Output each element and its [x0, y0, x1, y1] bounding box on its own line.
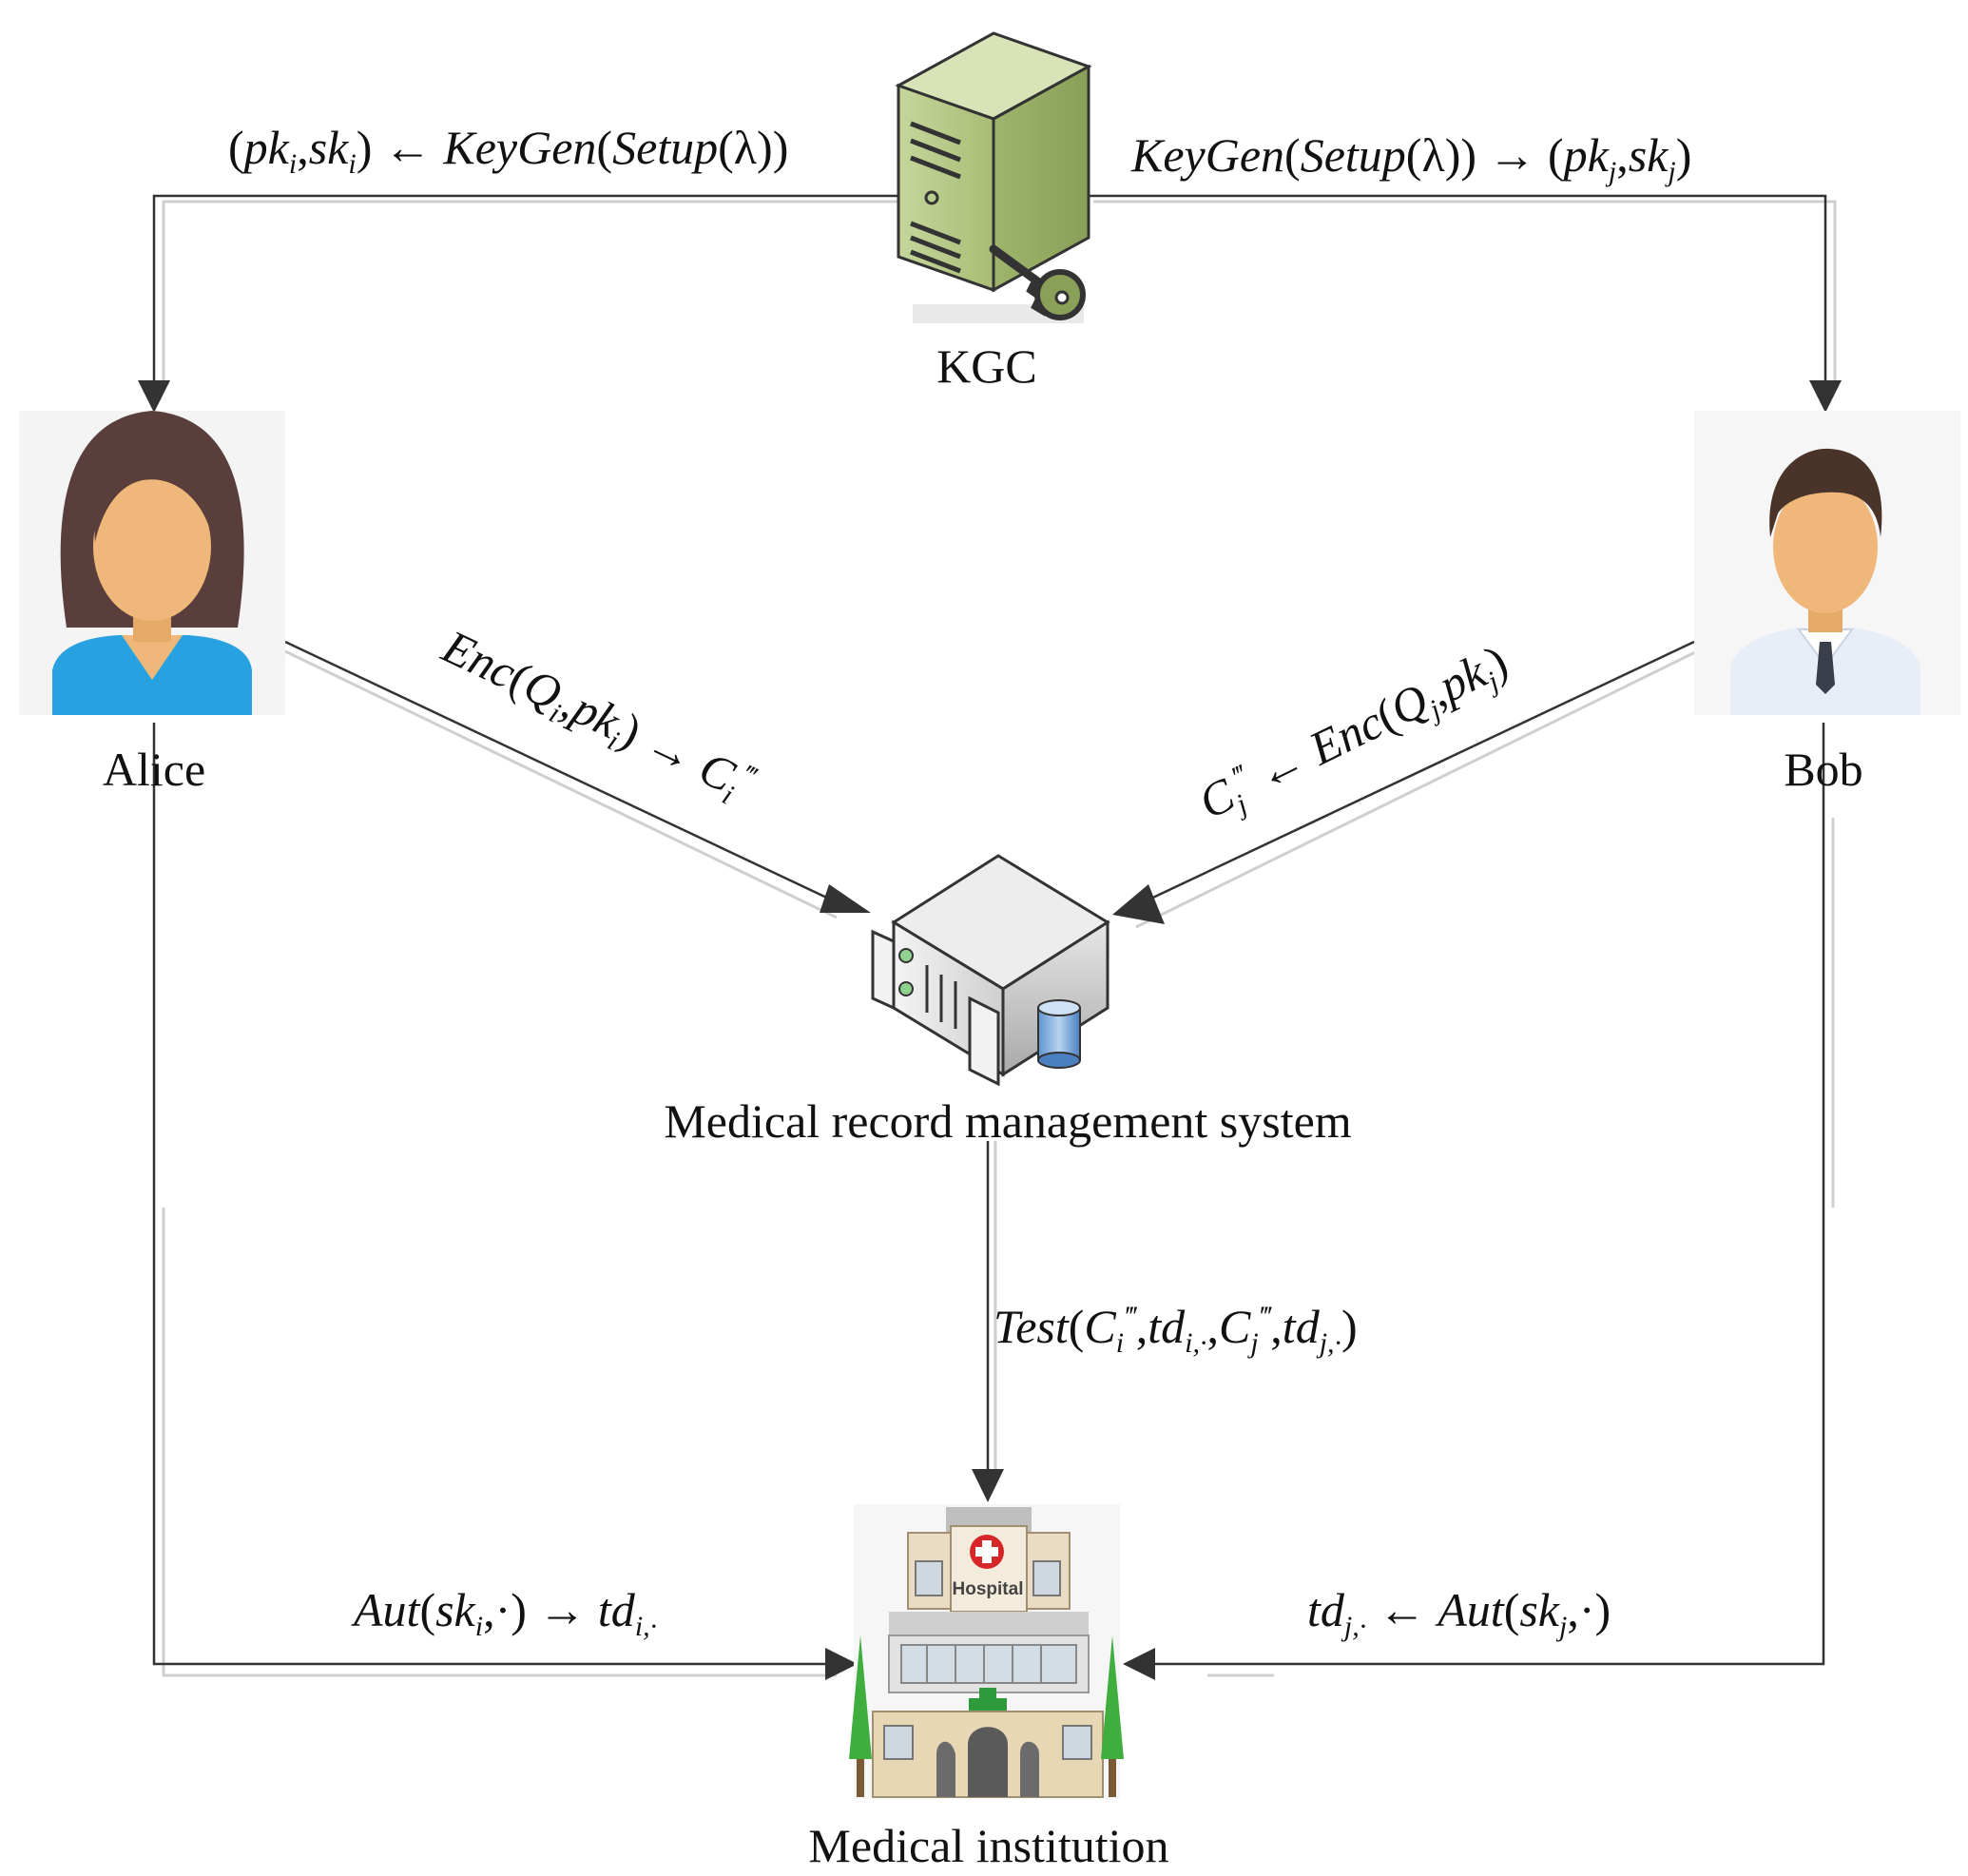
edge-kgc-to-alice: [138, 194, 913, 413]
edge-alice-to-mrms: [284, 640, 871, 919]
edge-bob-to-institution: [1123, 723, 1835, 1680]
label-bob-to-institution: tdj,· ← Aut(skj,·): [1307, 1583, 1611, 1642]
edge-mrms-to-institution: [972, 1141, 1004, 1502]
bob-avatar-icon: [1694, 411, 1960, 715]
hospital-sign: Hospital: [953, 1579, 1024, 1599]
database-server-icon: [871, 854, 1110, 1087]
label-bob-to-mrms: Cj‴ ← Enc(Qj,pkj): [1190, 634, 1517, 834]
label-mrms-to-institution: Test(Ci‴,tdi,·,Cj‴,tdj,·): [994, 1300, 1358, 1359]
kgc-label: KGC: [936, 339, 1037, 393]
edge-alice-to-institution: [152, 723, 858, 1680]
edge-bob-to-mrms: [1112, 640, 1698, 929]
tree-left-icon: [849, 1635, 872, 1797]
mrms-label: Medical record management system: [664, 1094, 1351, 1148]
label-kgc-to-bob: KeyGen(Setup(λ)) → (pkj,skj): [1130, 128, 1691, 187]
label-alice-to-mrms: Enc(Qi,pki) → Ci‴: [432, 619, 763, 817]
alice-label: Alice: [103, 743, 205, 796]
tree-right-icon: [1101, 1635, 1124, 1797]
kgc-server-icon: [895, 31, 1092, 323]
edge-kgc-to-bob: [1089, 194, 1842, 413]
bob-label: Bob: [1784, 743, 1862, 796]
key-icon: [989, 244, 1086, 320]
alice-avatar-icon: [19, 411, 285, 715]
hospital-building-icon: Hospital: [849, 1504, 1124, 1799]
label-kgc-to-alice: (pki,ski) ← KeyGen(Setup(λ)): [228, 121, 788, 180]
label-alice-to-institution: Aut(ski,·) → tdi,·: [351, 1583, 657, 1642]
database-cylinder-icon: [1037, 999, 1081, 1069]
institution-label: Medical institution: [808, 1819, 1168, 1872]
